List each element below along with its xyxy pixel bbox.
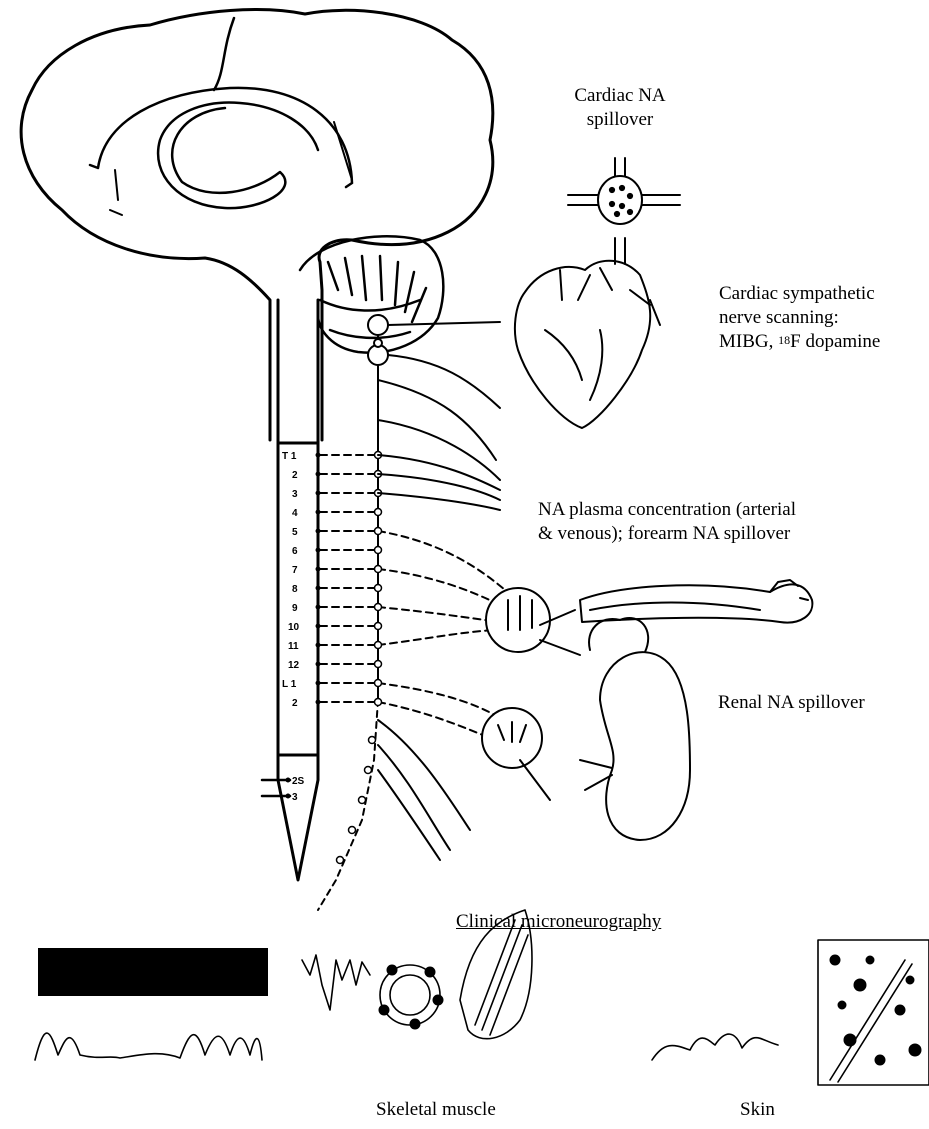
cardiac-spillover-line2: spillover xyxy=(530,108,710,132)
cardiac-spillover-label: Cardiac NA spillover xyxy=(530,84,710,132)
forearm-ganglion xyxy=(486,588,580,655)
plasma-line1: NA plasma concentration (arterial xyxy=(538,498,928,522)
segment-label: 8 xyxy=(292,584,298,595)
brain-outline xyxy=(21,10,493,440)
segment-label: 2 xyxy=(292,470,298,481)
segment-label: 5 xyxy=(292,527,298,538)
segment-label: 3 xyxy=(292,792,298,803)
segment-label: 10 xyxy=(288,622,300,633)
segment-label: 6 xyxy=(292,546,298,557)
segment-label: T 1 xyxy=(282,451,297,462)
plasma-concentration-label: NA plasma concentration (arterial & veno… xyxy=(538,498,928,546)
cardiac-scan-line3: MIBG, 18F dopamine xyxy=(719,330,929,354)
brain-gyrus xyxy=(158,103,318,209)
segment-label: 11 xyxy=(288,641,299,652)
spinal-segment-labels: T 1 2 3 4 5 6 7 8 9 10 11 12 L 1 2 2S 3 xyxy=(282,451,305,803)
segment-label: 3 xyxy=(292,489,298,500)
isotope-superscript: 18 xyxy=(778,333,790,347)
cardiac-scan-line2: nerve scanning: xyxy=(719,306,929,330)
heart-drawing xyxy=(515,158,680,428)
sympathetic-chain xyxy=(318,315,388,910)
chain-ganglia xyxy=(337,452,382,864)
cardiac-scan-line1: Cardiac sympathetic xyxy=(719,282,929,306)
preganglionic-fibers xyxy=(320,455,505,740)
segment-label: L 1 xyxy=(282,679,297,690)
forearm-drawing xyxy=(580,580,812,623)
segment-label: 7 xyxy=(292,565,298,576)
cardiac-scan-line3-prefix: MIBG, xyxy=(719,331,778,352)
renal-spillover-label: Renal NA spillover xyxy=(718,691,923,715)
cardiac-scan-line3-suffix: F dopamine xyxy=(790,331,880,352)
segment-label: 2S xyxy=(292,776,305,787)
kidney-drawing xyxy=(580,618,690,840)
microneurography-label: Clinical microneurography xyxy=(456,910,696,934)
segment-label: 2 xyxy=(292,698,298,709)
skin-label: Skin xyxy=(740,1098,800,1122)
postganglionic-fibers xyxy=(378,322,500,860)
segment-label: 4 xyxy=(292,508,298,519)
skeletal-muscle-label: Skeletal muscle xyxy=(376,1098,536,1122)
segment-label: 12 xyxy=(288,660,300,671)
cardiac-scanning-label: Cardiac sympathetic nerve scanning: MIBG… xyxy=(719,282,929,354)
brain-fissure xyxy=(214,18,234,90)
kidney-ganglion xyxy=(482,708,550,800)
microneurography-traces xyxy=(35,910,929,1085)
segment-label: 9 xyxy=(292,603,298,614)
plasma-line2: & venous); forearm NA spillover xyxy=(538,522,928,546)
cardiac-spillover-line1: Cardiac NA xyxy=(530,84,710,108)
